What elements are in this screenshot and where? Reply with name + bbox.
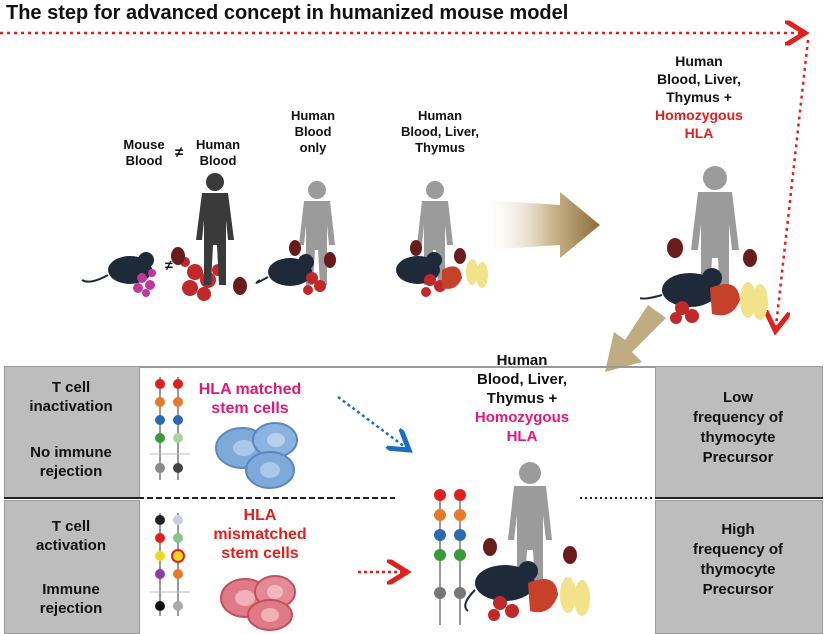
svg-text:≠: ≠ (165, 257, 173, 273)
mouse-stage-2 (255, 240, 336, 295)
left-box-bottom (4, 500, 140, 634)
label-human-blood-only: Human Blood only (290, 108, 336, 155)
label-high-frequency: High frequency of thymocyte Precursor (692, 521, 783, 598)
label-human-blood: Human Blood (195, 137, 241, 168)
bottom-panel (4, 366, 823, 634)
mouse-stage-1 (81, 252, 156, 297)
diagram-title: The step for advanced concept in humaniz… (6, 2, 569, 24)
label-homozygous-hla-center: Homozygous HLA (474, 409, 570, 445)
mouse-stage-3 (396, 240, 488, 297)
center-model-illustration (434, 462, 590, 625)
left-box-top (4, 366, 140, 498)
top-illustrations: ≠ (81, 173, 488, 301)
label-human-blood-liver-thymus: Human Blood, Liver, Thymus (400, 108, 479, 155)
big-arrow-right (482, 192, 600, 258)
label-hla-mismatched: HLA mismatched stem cells (213, 507, 307, 562)
divider (4, 497, 823, 499)
hla-beads-mismatched (150, 513, 190, 616)
label-t-cell-inactivation: T cell inactivation (29, 379, 113, 415)
not-equal-symbol: ≠ (175, 144, 184, 161)
stem-cells-matched (215, 422, 298, 489)
label-hla-matched: HLA matched stem cells (198, 381, 302, 417)
label-low-frequency: Low frequency of thymocyte Precursor (692, 389, 783, 466)
big-arrow-down (605, 305, 666, 372)
label-homozygous-hla-top: Homozygous HLA (655, 107, 743, 141)
label-center-model: Human Blood, Liver, Thymus + (476, 352, 567, 407)
hla-beads-matched (150, 377, 190, 480)
human-silhouette-dark (196, 173, 234, 285)
stem-cells-mismatched (220, 575, 296, 631)
label-t-cell-activation: T cell activation (35, 518, 107, 554)
label-immune-rejection: Immune rejection (39, 581, 103, 617)
blue-dotted-arrow (337, 395, 405, 447)
side-dotted-arrow (776, 39, 810, 326)
advanced-model-illustration (640, 166, 768, 324)
label-no-immune-rejection: No immune rejection (30, 444, 112, 480)
label-advanced-model: Human Blood, Liver, Thymus + (656, 53, 741, 105)
label-mouse-blood: Mouse Blood (123, 137, 165, 168)
